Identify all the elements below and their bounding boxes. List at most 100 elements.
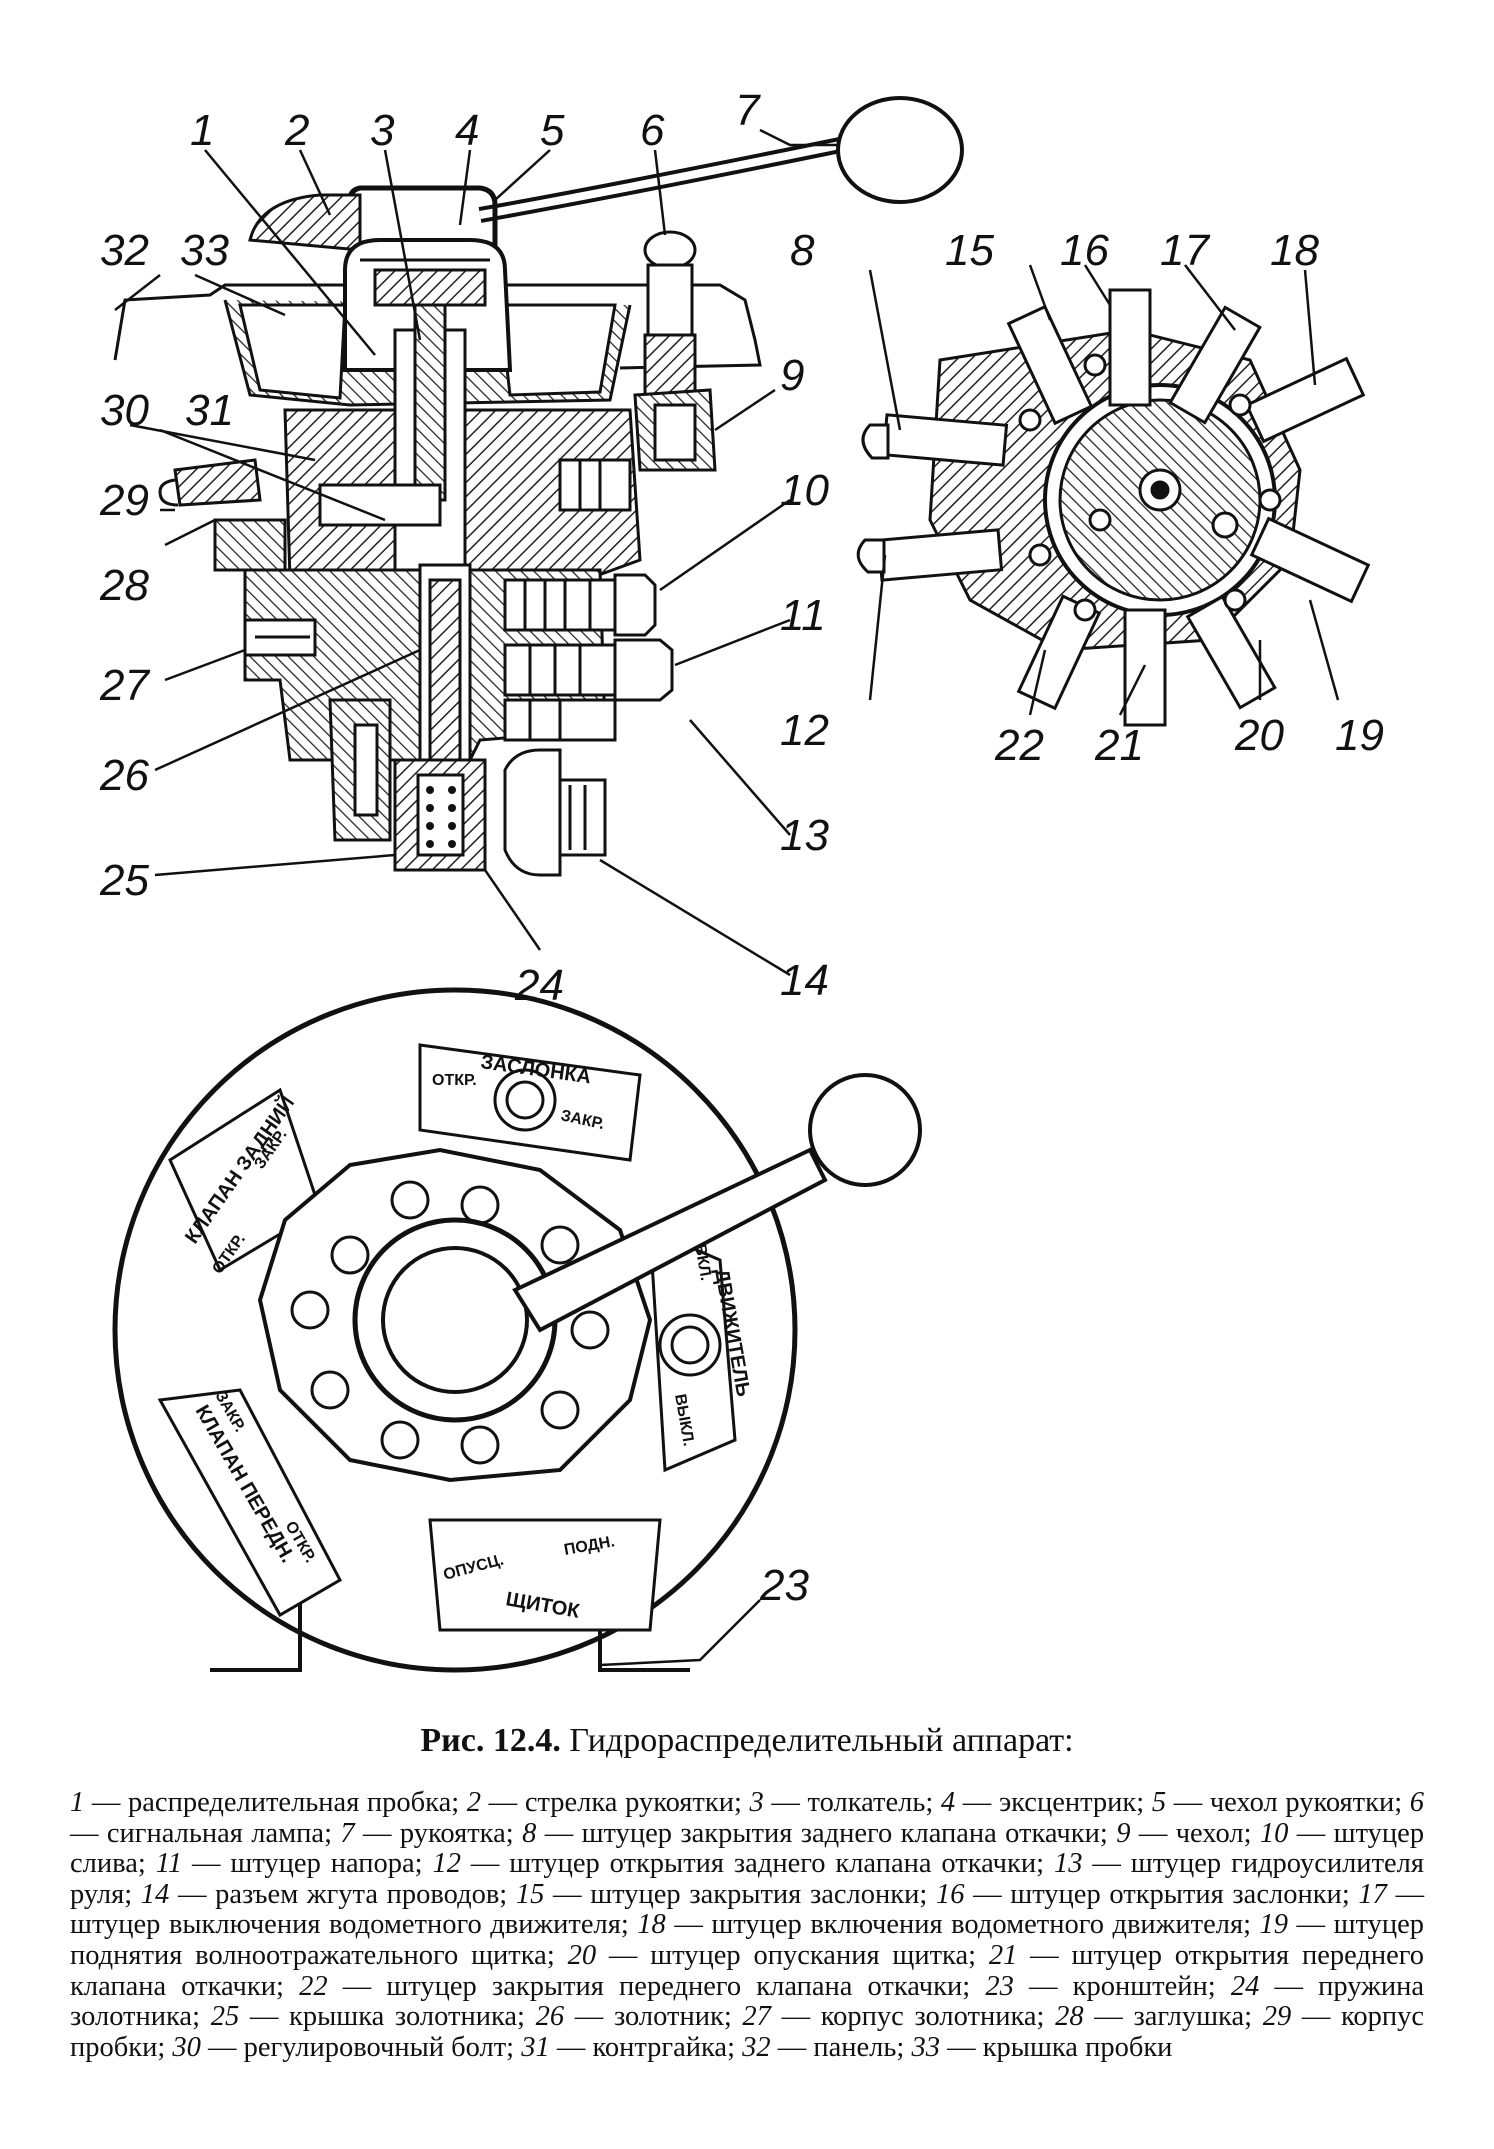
legend-item-31: 31 — контргайка;: [521, 2031, 743, 2063]
callout-17: 17: [1160, 226, 1210, 275]
legend-text: штуцер открытия заднего клапана откачки: [509, 1848, 1037, 1880]
legend-number: 10: [1259, 1817, 1289, 1849]
legend-item-32: 32 — панель;: [742, 2031, 912, 2063]
legend-item-21: 21 — штуцер открытия переднего клапана о…: [70, 1939, 1425, 2002]
legend-text: штуцер закрытия заднего клапана откачки: [581, 1817, 1100, 1849]
legend-item-8: 8 — штуцер закрытия заднего клапана отка…: [522, 1817, 1117, 1849]
legend-text: штуцер опускания щитка: [650, 1939, 969, 1971]
legend-text: штуцер гидроусилителя руля: [70, 1848, 1424, 1910]
legend-number: 12: [432, 1848, 461, 1880]
callout-9: 9: [780, 351, 804, 400]
callout-13: 13: [780, 811, 829, 860]
legend-item-17: 17 — штуцер выключения водометного движи…: [70, 1878, 1425, 1941]
legend-item-5: 5 — чехол рукоятки;: [1151, 1787, 1410, 1818]
figure-caption: Рис. 12.4. Гидрораспределительный аппара…: [0, 1722, 1494, 1760]
legend-item-33: 33 — крышка пробки: [911, 2031, 1173, 2063]
callout-22: 22: [994, 721, 1044, 770]
legend-text: штуцер закрытия переднего клапана откачк…: [386, 1970, 963, 2002]
legend-number: 4: [940, 1787, 956, 1818]
plate-dvizhitel-on: ВКЛ.: [691, 1243, 714, 1282]
legend-item-4: 4 — эксцентрик;: [940, 1787, 1152, 1818]
legend-item-13: 13 — штуцер гидроусилителя руля;: [70, 1848, 1424, 1910]
legend-text: чехол: [1175, 1817, 1244, 1849]
legend-text: штуцер слива: [70, 1817, 1425, 1880]
legend-item-15: 15 — штуцер закрытия заслонки;: [515, 1878, 936, 1910]
legend-text: эксцентрик: [998, 1787, 1137, 1818]
legend-number: 17: [1358, 1878, 1387, 1910]
callout-26: 26: [99, 751, 149, 800]
callout-12: 12: [780, 706, 829, 755]
callout-31: 31: [185, 386, 234, 435]
legend-item-10: 10 — штуцер слива;: [70, 1817, 1425, 1880]
legend-text: регулировочный болт: [243, 2031, 507, 2063]
callout-6: 6: [640, 106, 665, 155]
legend-item-25: 25 — крышка золотника;: [210, 2001, 536, 2033]
legend-number: 3: [749, 1787, 764, 1818]
legend-text: штуцер включения водометного движителя: [711, 1909, 1244, 1941]
legend-number: 26: [535, 2001, 565, 2033]
legend-item-6: 6 — сигнальная лампа;: [70, 1787, 1425, 1849]
legend-item-2: 2 — стрелка рукоятки;: [466, 1787, 750, 1818]
legend-number: 25: [210, 2001, 240, 2033]
plate-zaslonka-open: ОТКР.: [432, 1072, 477, 1089]
callout-21: 21: [1094, 721, 1144, 770]
legend-item-1: 1 — распределительная пробка;: [70, 1787, 467, 1818]
leader-lines: [114, 128, 1340, 1667]
legend-number: 7: [340, 1817, 355, 1849]
legend-text: штуцер открытия заслонки: [1010, 1878, 1342, 1910]
legend-item-29: 29 — корпус пробки;: [70, 2001, 1425, 2063]
legend-text: штуцер напора: [230, 1848, 415, 1880]
section-view: [113, 96, 964, 877]
callout-28: 28: [99, 561, 149, 610]
legend-item-27: 27 — корпус золотника;: [742, 2001, 1056, 2033]
callout-32: 32: [100, 226, 149, 275]
callout-33: 33: [180, 226, 229, 275]
legend-text: крышка золотника: [289, 2001, 518, 2033]
legend-text: корпус золотника: [820, 2001, 1037, 2033]
legend-number: 19: [1259, 1909, 1289, 1941]
legend-number: 27: [742, 2001, 771, 2033]
diagram-drawing: ЗАСЛОНКА ОТКР. ЗАКР. КЛАПАН ЗАДНИЙ ЗАКР.…: [99, 86, 1384, 1673]
legend-number: 28: [1055, 2001, 1084, 2033]
legend-number: 21: [988, 1939, 1018, 1971]
legend-text: стрелка рукоятки: [524, 1787, 734, 1818]
legend-text: крышка пробки: [982, 2031, 1173, 2063]
legend-number: 22: [299, 1970, 328, 2002]
caption-title: Гидрораспределительный аппарат:: [569, 1722, 1074, 1759]
legend-item-24: 24 — пружина золотника;: [70, 1970, 1425, 2033]
legend-text: чехол рукоятки: [1209, 1787, 1395, 1818]
legend-number: 9: [1116, 1817, 1131, 1849]
legend-text: сигнальная лампа: [106, 1817, 325, 1849]
legend-text: пружина золотника: [70, 1970, 1425, 2033]
legend-number: 2: [466, 1787, 482, 1818]
legend-text: золотник: [613, 2001, 724, 2033]
legend-number: 6: [1409, 1787, 1425, 1818]
legend-item-9: 9 — чехол;: [1116, 1817, 1260, 1849]
caption-label: Рис. 12.4.: [420, 1722, 561, 1759]
legend-text: штуцер закрытия заслонки: [590, 1878, 920, 1910]
legend-text: штуцер открытия переднего клапана откачк…: [70, 1939, 1425, 2002]
legend-number: 29: [1262, 2001, 1292, 2033]
legend-item-18: 18 — штуцер включения водометного движит…: [637, 1909, 1260, 1941]
callout-29: 29: [99, 476, 149, 525]
legend-text: контргайка: [592, 2031, 728, 2063]
legend-item-14: 14 — разъем жгута проводов;: [140, 1878, 516, 1910]
callout-23: 23: [759, 1561, 809, 1610]
legend-text: толкатель: [807, 1787, 926, 1818]
figure-legend: 1 — распределительная пробка; 2 — стрелк…: [70, 1787, 1425, 2063]
legend-text: заглушка: [1133, 2001, 1245, 2033]
legend-number: 32: [742, 2031, 771, 2063]
legend-number: 14: [140, 1878, 170, 1910]
legend-item-20: 20 — штуцер опускания щитка;: [567, 1939, 989, 1971]
callout-27: 27: [99, 661, 150, 710]
legend-item-12: 12 — штуцер открытия заднего клапана отк…: [432, 1848, 1054, 1880]
legend-text: панель: [813, 2031, 897, 2063]
callout-19: 19: [1335, 711, 1384, 760]
legend-number: 33: [911, 2031, 940, 2063]
callout-1: 1: [190, 106, 214, 155]
callout-10: 10: [780, 466, 829, 515]
legend-item-19: 19 — штуцер поднятия волноотражательного…: [70, 1909, 1425, 1971]
legend-number: 24: [1230, 1970, 1260, 2002]
callout-20: 20: [1234, 711, 1284, 760]
legend-text: рукоятка: [399, 1817, 506, 1849]
